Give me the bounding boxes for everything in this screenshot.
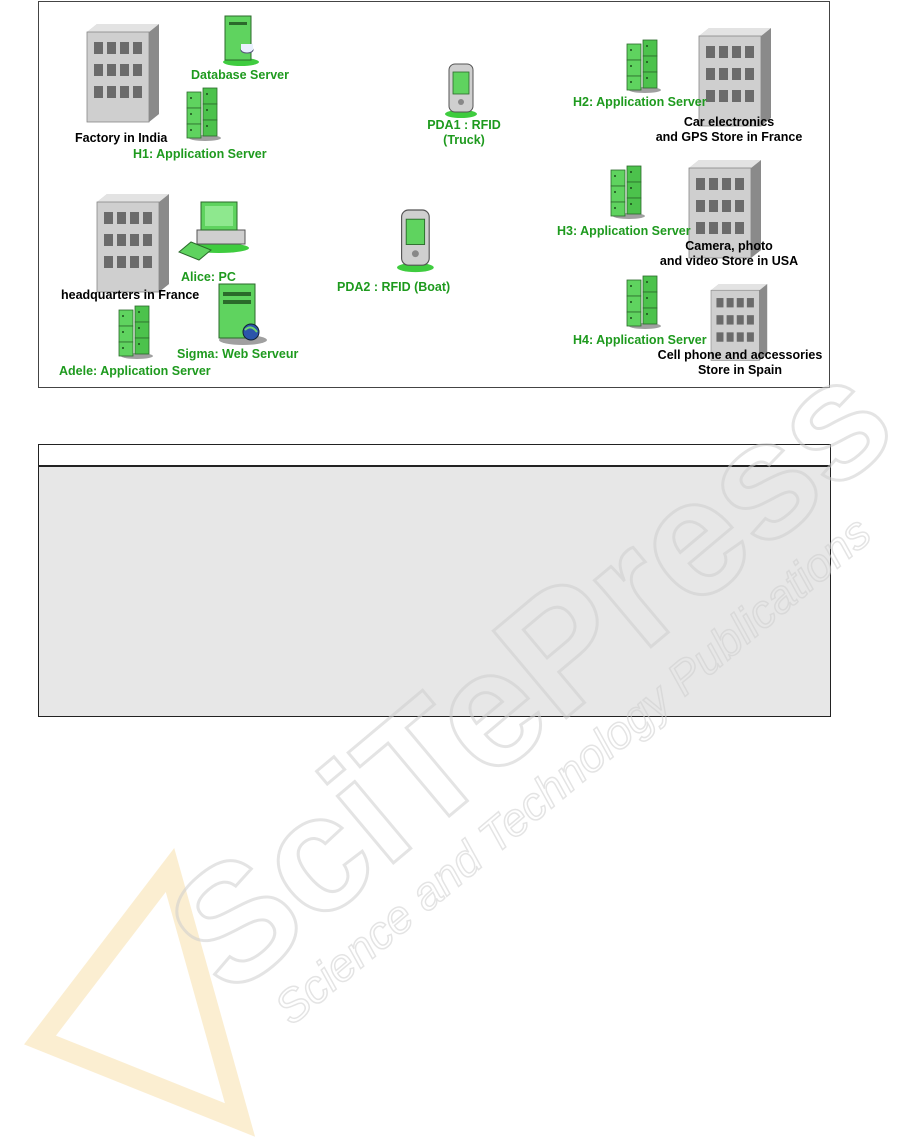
building-icon bbox=[96, 193, 170, 293]
network-diagram: Database Server Factory in India H1: App… bbox=[38, 1, 830, 388]
h3-label: H3: Application Server bbox=[557, 224, 691, 238]
database-server-icon bbox=[223, 15, 259, 66]
store-spain-label-line2: Store in Spain bbox=[697, 363, 783, 377]
store-spain-label: Cell phone and accessories Store in Spai… bbox=[645, 348, 835, 378]
pda2-label: PDA2 : RFID (Boat) bbox=[337, 280, 451, 294]
application-server-icon bbox=[626, 275, 662, 330]
panel-header bbox=[39, 445, 830, 467]
pda-icon bbox=[444, 63, 478, 119]
grey-panel bbox=[38, 444, 831, 717]
building-icon bbox=[86, 23, 160, 123]
building-icon bbox=[698, 27, 772, 127]
application-server-icon bbox=[186, 87, 222, 142]
h2-label: H2: Application Server bbox=[573, 95, 707, 109]
pc-icon bbox=[178, 201, 249, 261]
alice-label: Alice: PC bbox=[181, 270, 236, 284]
pda-icon bbox=[396, 209, 435, 273]
panel-body bbox=[39, 467, 830, 716]
application-server-icon bbox=[118, 305, 154, 360]
web-server-icon bbox=[218, 283, 267, 345]
headquarters-label: headquarters in France bbox=[61, 288, 200, 302]
watermark-logo-icon bbox=[24, 848, 256, 1137]
diagram-canvas bbox=[86, 15, 772, 361]
store-france-label-line2: and GPS Store in France bbox=[655, 130, 803, 144]
pda1-label-line2: (Truck) bbox=[443, 133, 485, 147]
store-usa-label-line2: and video Store in USA bbox=[659, 254, 799, 268]
h4-label: H4: Application Server bbox=[573, 333, 707, 347]
sigma-label: Sigma: Web Serveur bbox=[177, 347, 299, 361]
database-server-label: Database Server bbox=[191, 68, 289, 82]
store-france-label: Car electronics and GPS Store in France bbox=[647, 115, 811, 145]
pda1-label: PDA1 : RFID (Truck) bbox=[419, 118, 509, 148]
factory-india-label: Factory in India bbox=[75, 131, 168, 145]
store-spain-label-line1: Cell phone and accessories bbox=[657, 348, 823, 362]
application-server-icon bbox=[626, 39, 662, 94]
adele-label: Adele: Application Server bbox=[59, 364, 211, 378]
store-usa-label: Camera, photo and video Store in USA bbox=[659, 239, 799, 269]
store-france-label-line1: Car electronics bbox=[683, 115, 775, 129]
h1-label: H1: Application Server bbox=[133, 147, 267, 161]
store-usa-label-line1: Camera, photo bbox=[685, 239, 773, 253]
application-server-icon bbox=[610, 165, 646, 220]
pda1-label-line1: PDA1 : RFID bbox=[427, 118, 501, 132]
